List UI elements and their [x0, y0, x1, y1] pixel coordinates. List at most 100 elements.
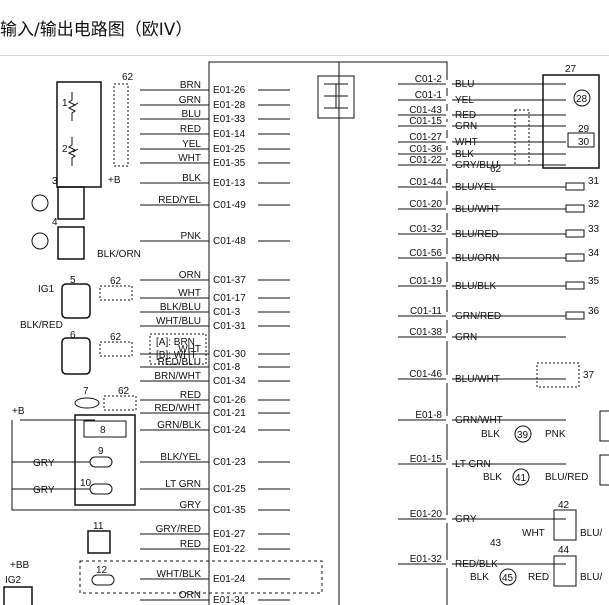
label-44: 44: [558, 545, 570, 556]
label-62-low: 62: [118, 386, 130, 397]
right-wire-pin: C01-1: [415, 90, 443, 101]
left-wire-pin: C01-3: [213, 307, 241, 318]
shield-62-low: [103, 395, 137, 411]
left-wire-pin: C01-37: [213, 275, 246, 286]
title-divider: [0, 55, 609, 56]
right-wire-pin: C01-36: [409, 144, 442, 155]
sensor-29-30: [567, 132, 595, 148]
wire-gap: [446, 161, 452, 169]
page-title: 输入/输出电路图（欧IV）: [0, 20, 193, 40]
label-42: 42: [558, 500, 570, 511]
switch-6-box: [61, 337, 91, 375]
label-35: 35: [588, 276, 600, 287]
label-blk-39: BLK: [481, 429, 500, 440]
right-wire-pin: E01-20: [410, 509, 443, 520]
sensor-11-box: [87, 530, 111, 554]
right-wire-color: BLU/RED: [455, 229, 498, 240]
right-wire-pin: C01-15: [409, 116, 442, 127]
right-wire-color: BLU/ORN: [455, 253, 499, 264]
right-wire-color: BLK: [455, 149, 474, 160]
label-11: 11: [93, 521, 104, 532]
left-wire-pin: E01-35: [213, 158, 246, 169]
left-wire-pin: E01-34: [213, 595, 246, 605]
label-41: 41: [515, 473, 527, 484]
label-12: 12: [96, 565, 108, 576]
module-8-box: [74, 414, 136, 506]
left-wire-color: BLK/YEL: [160, 452, 201, 463]
left-wire-pin: E01-27: [213, 529, 246, 540]
relay-42: [553, 509, 577, 541]
label-62-mid1: 62: [110, 276, 122, 287]
label-6: 6: [70, 330, 76, 341]
left-wire-color: GRN/BLK: [157, 420, 201, 431]
lamp-41: [512, 468, 530, 486]
label-28: 28: [576, 94, 588, 105]
left-wire-pin: C01-48: [213, 236, 246, 247]
right-wire-color: BLU/WHT: [455, 374, 500, 385]
left-wire-pin: C01-17: [213, 293, 246, 304]
label-ig1: IG1: [38, 284, 55, 295]
left-wire-pin: C01-23: [213, 457, 246, 468]
left-wire-pin: E01-13: [213, 178, 246, 189]
sensor-12-box: [91, 574, 115, 586]
label-red-45: RED: [528, 572, 549, 583]
wire-gap: [446, 312, 452, 320]
left-wire-color: RED/WHT: [154, 403, 201, 414]
left-wire-color: GRN: [179, 95, 201, 106]
label-plus-bb: +BB: [10, 560, 30, 571]
wire-gap: [446, 111, 452, 119]
wire-gap: [446, 416, 452, 424]
right-wire-pin: E01-15: [410, 454, 443, 465]
ig2-box: [3, 586, 33, 605]
label-blu-45: BLU/: [580, 572, 602, 583]
label-5: 5: [70, 275, 76, 286]
left-wire-pin: C01-25: [213, 484, 246, 495]
left-wire-pin: E01-24: [213, 574, 246, 585]
shield-62-right: [514, 109, 530, 166]
left-wire-color: BLK: [182, 173, 201, 184]
injector-group: [565, 182, 585, 320]
right-wire-pin: C01-20: [409, 199, 442, 210]
left-wire-color: RED: [180, 539, 201, 550]
left-wire-pin: C01-8: [213, 362, 241, 373]
module-8-inner: [83, 420, 127, 438]
left-wire-pin: E01-14: [213, 129, 246, 140]
label-3: 3: [52, 176, 58, 187]
label-31: 31: [588, 176, 600, 187]
label-4: 4: [52, 217, 58, 228]
right-wire-color: WHT: [455, 137, 478, 148]
left-wire-pin: E01-22: [213, 544, 246, 555]
wire-gap: [446, 333, 452, 341]
variant-box: [149, 333, 207, 365]
left-wire-pin: E01-33: [213, 114, 246, 125]
left-wire-color: WHT/BLK: [157, 569, 202, 580]
left-wire-pin: C01-49: [213, 200, 246, 211]
label-wht-42: WHT: [522, 528, 545, 539]
right-wire-color: LT GRN: [455, 459, 491, 470]
left-wire-pin: E01-28: [213, 100, 246, 111]
left-wire-color: YEL: [182, 139, 201, 150]
label-45: 45: [502, 573, 514, 584]
wire-gap: [446, 96, 452, 104]
relay-right-2: [599, 454, 609, 486]
left-wire-color: WHT: [178, 288, 201, 299]
switch-5-box: [61, 283, 91, 319]
label-blk-45: BLK: [470, 572, 489, 583]
left-wire-color: RED: [180, 124, 201, 135]
sensor-10-box: [89, 483, 113, 495]
label-36: 36: [588, 306, 600, 317]
right-wire-pin: C01-46: [409, 369, 442, 380]
sensor-9-box: [89, 456, 113, 468]
right-wire-color: BLU/BLK: [455, 281, 496, 292]
module-37: [536, 362, 580, 388]
wire-gap: [446, 375, 452, 383]
wire-gap: [446, 460, 452, 468]
left-wire-pin: C01-26: [213, 395, 246, 406]
label-1: 1: [62, 98, 68, 109]
right-wire-color: GRY/BLU: [455, 160, 499, 171]
lamp-45: [499, 568, 517, 586]
wire-gap: [446, 138, 452, 146]
label-32: 32: [588, 199, 600, 210]
right-wire-color: GRN: [455, 121, 477, 132]
